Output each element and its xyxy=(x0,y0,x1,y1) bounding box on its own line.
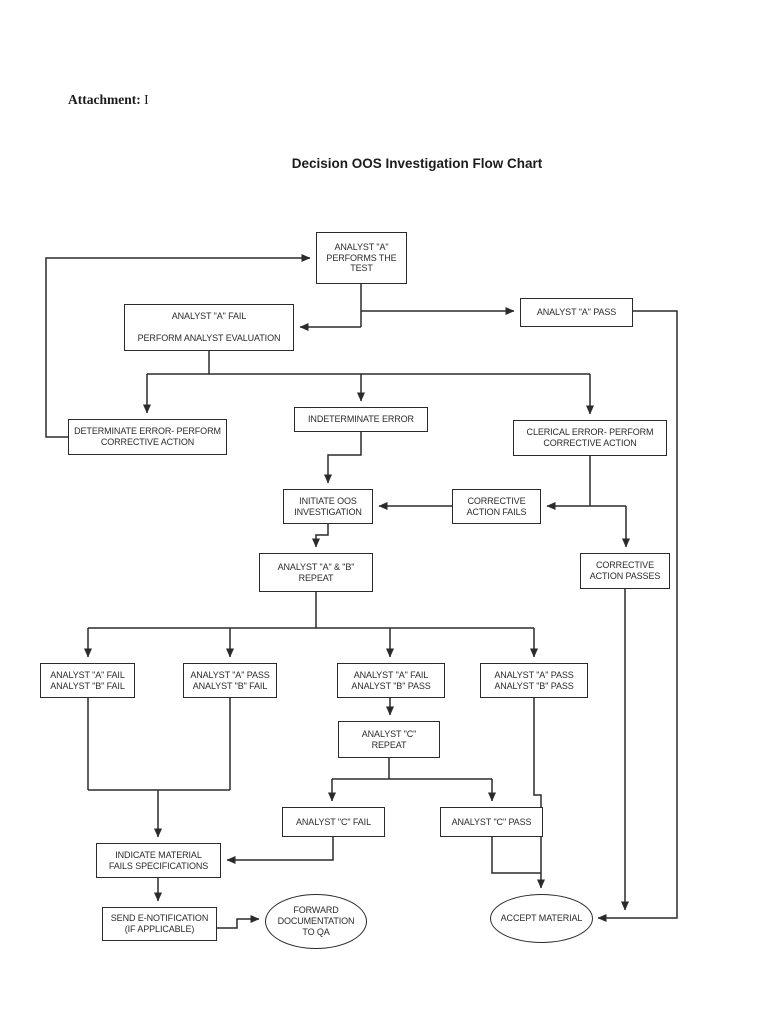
node-analyst-ab-repeat: ANALYST "A" & "B" REPEAT xyxy=(259,553,373,592)
node-indeterminate-error: INDETERMINATE ERROR xyxy=(294,407,428,432)
node-analyst-c-fail: ANALYST "C" FAIL xyxy=(282,807,385,837)
node-analyst-c-pass: ANALYST "C" PASS xyxy=(440,807,543,837)
attachment-heading: Attachment: I xyxy=(68,92,149,108)
edge-initiate-to-ab-repeat xyxy=(312,524,329,548)
edge-a-pass-rail-to-accept xyxy=(597,310,678,922)
node-accept-material: ACCEPT MATERIAL xyxy=(490,894,593,943)
page-title: Decision OOS Investigation Flow Chart xyxy=(291,156,543,171)
edge-c-pass-down xyxy=(491,837,541,874)
node-analyst-a-performs-test: ANALYST "A" PERFORMS THE TEST xyxy=(316,232,407,284)
node-analyst-a-fail-evaluation: ANALYST "A" FAIL PERFORM ANALYST EVALUAT… xyxy=(124,304,294,351)
attachment-value: I xyxy=(144,92,149,107)
node-corrective-action-fails: CORRECTIVE ACTION FAILS xyxy=(452,489,541,524)
node-corrective-action-passes: CORRECTIVE ACTION PASSES xyxy=(580,553,670,589)
node-forward-documentation-to-qa: FORWARD DOCUMENTATION TO QA xyxy=(265,894,367,949)
edge-c-fail-to-indicate xyxy=(226,837,334,864)
node-a-fail-b-pass: ANALYST "A" FAIL ANALYST "B" PASS xyxy=(337,663,445,698)
edge-send-to-forward xyxy=(217,915,260,929)
edge-determinate-to-test xyxy=(45,254,311,438)
node-clerical-error: CLERICAL ERROR- PERFORM CORRECTIVE ACTIO… xyxy=(513,420,667,456)
edge-pp-down xyxy=(533,698,542,873)
node-analyst-a-pass: ANALYST "A" PASS xyxy=(520,298,633,327)
node-a-pass-b-pass: ANALYST "A" PASS ANALYST "B" PASS xyxy=(480,663,588,698)
node-initiate-oos-investigation: INITIATE OOS INVESTIGATION xyxy=(283,489,373,524)
node-analyst-c-repeat: ANALYST "C" REPEAT xyxy=(338,721,440,758)
node-indicate-material-fails: INDICATE MATERIAL FAILS SPECIFICATIONS xyxy=(96,843,221,878)
edge-indeterminate-to-initiate xyxy=(324,432,362,484)
node-determinate-error: DETERMINATE ERROR- PERFORM CORRECTIVE AC… xyxy=(68,419,227,455)
node-send-enotification: SEND E-NOTIFICATION (IF APPLICABLE) xyxy=(102,907,217,941)
node-a-pass-b-fail: ANALYST "A" PASS ANALYST "B" FAIL xyxy=(183,663,277,698)
node-a-fail-b-fail: ANALYST "A" FAIL ANALYST "B" FAIL xyxy=(40,663,135,698)
attachment-label: Attachment: xyxy=(68,92,141,107)
